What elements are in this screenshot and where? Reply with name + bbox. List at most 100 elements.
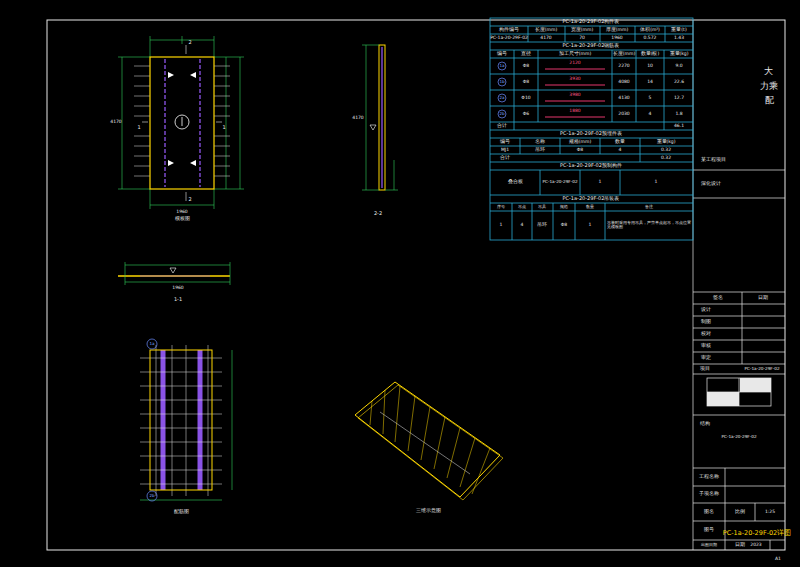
drawing-label: 2-2: [374, 211, 382, 216]
drawing-label: 长度(mm): [535, 28, 557, 33]
drawing-label: 1a: [150, 342, 155, 346]
drawing-label: 日期: [735, 543, 745, 548]
drawing-label: 吊环: [535, 148, 545, 153]
drawing-label: 数量: [615, 140, 625, 145]
drawing-label: PC-1a-20-29F-02: [721, 435, 756, 439]
drawing-label: 0.32: [661, 156, 671, 161]
drawing-label: 1:25: [765, 510, 775, 515]
drawing-label: 厚度(mm): [606, 28, 628, 33]
drawing-label: 序号: [497, 205, 505, 209]
drawing-label: PC-1a-20-29F-02构件表: [563, 19, 620, 24]
drawing-label: 1.8: [675, 112, 682, 117]
drawing-label: 数量: [586, 205, 594, 209]
drawing-label: PC-1a-20-29F-02详图: [723, 530, 792, 537]
drawing-label: 1b: [499, 80, 504, 84]
drawing-label: 5: [649, 96, 652, 101]
drawing-label: 吊装时采用专用吊具，严禁单点起吊，吊点位置见模板图: [607, 221, 691, 230]
drawing-label: 1960: [172, 286, 183, 291]
drawing-label: 重量(t): [671, 28, 686, 33]
drawing-label: Φ8: [523, 80, 529, 85]
drawing-label: 备注: [645, 205, 653, 209]
drawing-label: Φ8: [577, 148, 583, 153]
drawing-label: 2120: [569, 61, 580, 66]
drawing-label: 设计: [701, 308, 711, 313]
drawing-label: 项目: [700, 367, 710, 372]
drawing-label: 3930: [569, 77, 580, 82]
drawing-label: 1: [655, 180, 658, 185]
drawing-label: 配: [765, 96, 774, 105]
drawing-label: 工程名称: [699, 475, 719, 480]
drawing-label: MJ1: [501, 148, 509, 153]
drawing-label: 2030: [618, 112, 629, 117]
drawing-label: 9.0: [675, 64, 682, 69]
drawing-label: 配筋图: [174, 509, 189, 514]
drawing-label: 签名: [713, 296, 723, 301]
drawing-label: 比例: [735, 510, 745, 515]
drawing-label: PC-1a-20-29F-02钢筋表: [563, 43, 620, 48]
drawing-label: 22.6: [674, 80, 684, 85]
drawing-label: 4170: [352, 116, 363, 121]
drawing-label: 2b: [499, 112, 504, 116]
drawing-label: 图号: [704, 528, 714, 533]
drawing-label: 模板图: [175, 217, 190, 222]
drawing-label: 规格: [560, 205, 568, 209]
drawing-label: 1: [589, 223, 592, 228]
drawing-label: 结构: [700, 422, 710, 427]
drawing-label: 三维示意图: [416, 508, 441, 513]
drawing-label: 编号: [500, 140, 510, 145]
drawing-label: 4170: [110, 120, 121, 125]
drawing-label: 2a: [500, 96, 505, 100]
drawing-label: 3980: [569, 93, 580, 98]
drawing-label: 某工程项目: [701, 158, 726, 163]
drawing-label: 1960: [176, 210, 187, 215]
drawing-label: Φ6: [523, 112, 529, 117]
drawing-label: 图名: [704, 510, 714, 515]
drawing-label: 4: [649, 112, 652, 117]
drawing-label: 10: [647, 64, 653, 69]
drawing-label: 加工尺寸(mm): [559, 52, 591, 57]
drawing-label: Φ10: [521, 96, 530, 101]
drawing-label: 1.43: [674, 36, 684, 41]
drawing-label: 子项名称: [699, 492, 719, 497]
drawing-label: PC-1a-20-29F-02: [744, 367, 779, 371]
drawing-label: 4: [521, 223, 524, 228]
drawing-label: 审定: [701, 356, 711, 361]
drawing-label: 1: [137, 125, 140, 130]
drawing-label: 体积(m³): [640, 28, 660, 33]
drawing-label: 2: [188, 197, 191, 202]
drawing-label: 2b: [149, 494, 154, 498]
drawing-label: 4080: [618, 80, 629, 85]
drawing-label: 吊点: [518, 205, 526, 209]
drawing-label: 1: [599, 180, 602, 185]
drawing-label: 4130: [618, 96, 629, 101]
drawing-label: 1a: [500, 64, 505, 68]
drawing-label: 4170: [540, 36, 551, 41]
drawing-label: 0.32: [661, 148, 671, 153]
drawing-label: 长度(mm): [613, 52, 635, 57]
drawing-label: 46.1: [674, 124, 684, 129]
drawing-label: 日期: [758, 296, 768, 301]
drawing-label: 直径: [521, 52, 531, 57]
drawing-label: 70: [579, 36, 585, 41]
drawing-label: 出图日期: [701, 543, 717, 547]
drawing-label: 1: [500, 223, 503, 228]
drawing-label: Φ8: [561, 223, 567, 228]
drawing-label: 审核: [701, 344, 711, 349]
drawing-label: 规格(mm): [569, 140, 591, 145]
drawing-label: 深化设计: [701, 181, 721, 186]
drawing-label: 重量(kg): [670, 52, 689, 57]
drawing-label: 大: [764, 67, 773, 76]
drawing-label: 2: [188, 40, 191, 45]
drawing-label: 重量(kg): [657, 140, 676, 145]
drawing-label: PC-1a-20-29F-02预埋件表: [560, 131, 622, 136]
drawing-label: 合计: [497, 124, 507, 129]
drawing-label: 数量(根): [641, 52, 660, 57]
drawing-label: PC-1a-20-29F-02预制构件: [560, 163, 622, 168]
drawing-label: PC-1a-20-29F-02: [490, 36, 528, 41]
drawing-label: 合计: [500, 156, 510, 161]
drawing-label: 1-1: [174, 297, 182, 302]
drawing-label: A1: [775, 557, 781, 562]
drawing-label: 2023: [750, 543, 761, 548]
drawing-label: 0.572: [644, 36, 657, 41]
